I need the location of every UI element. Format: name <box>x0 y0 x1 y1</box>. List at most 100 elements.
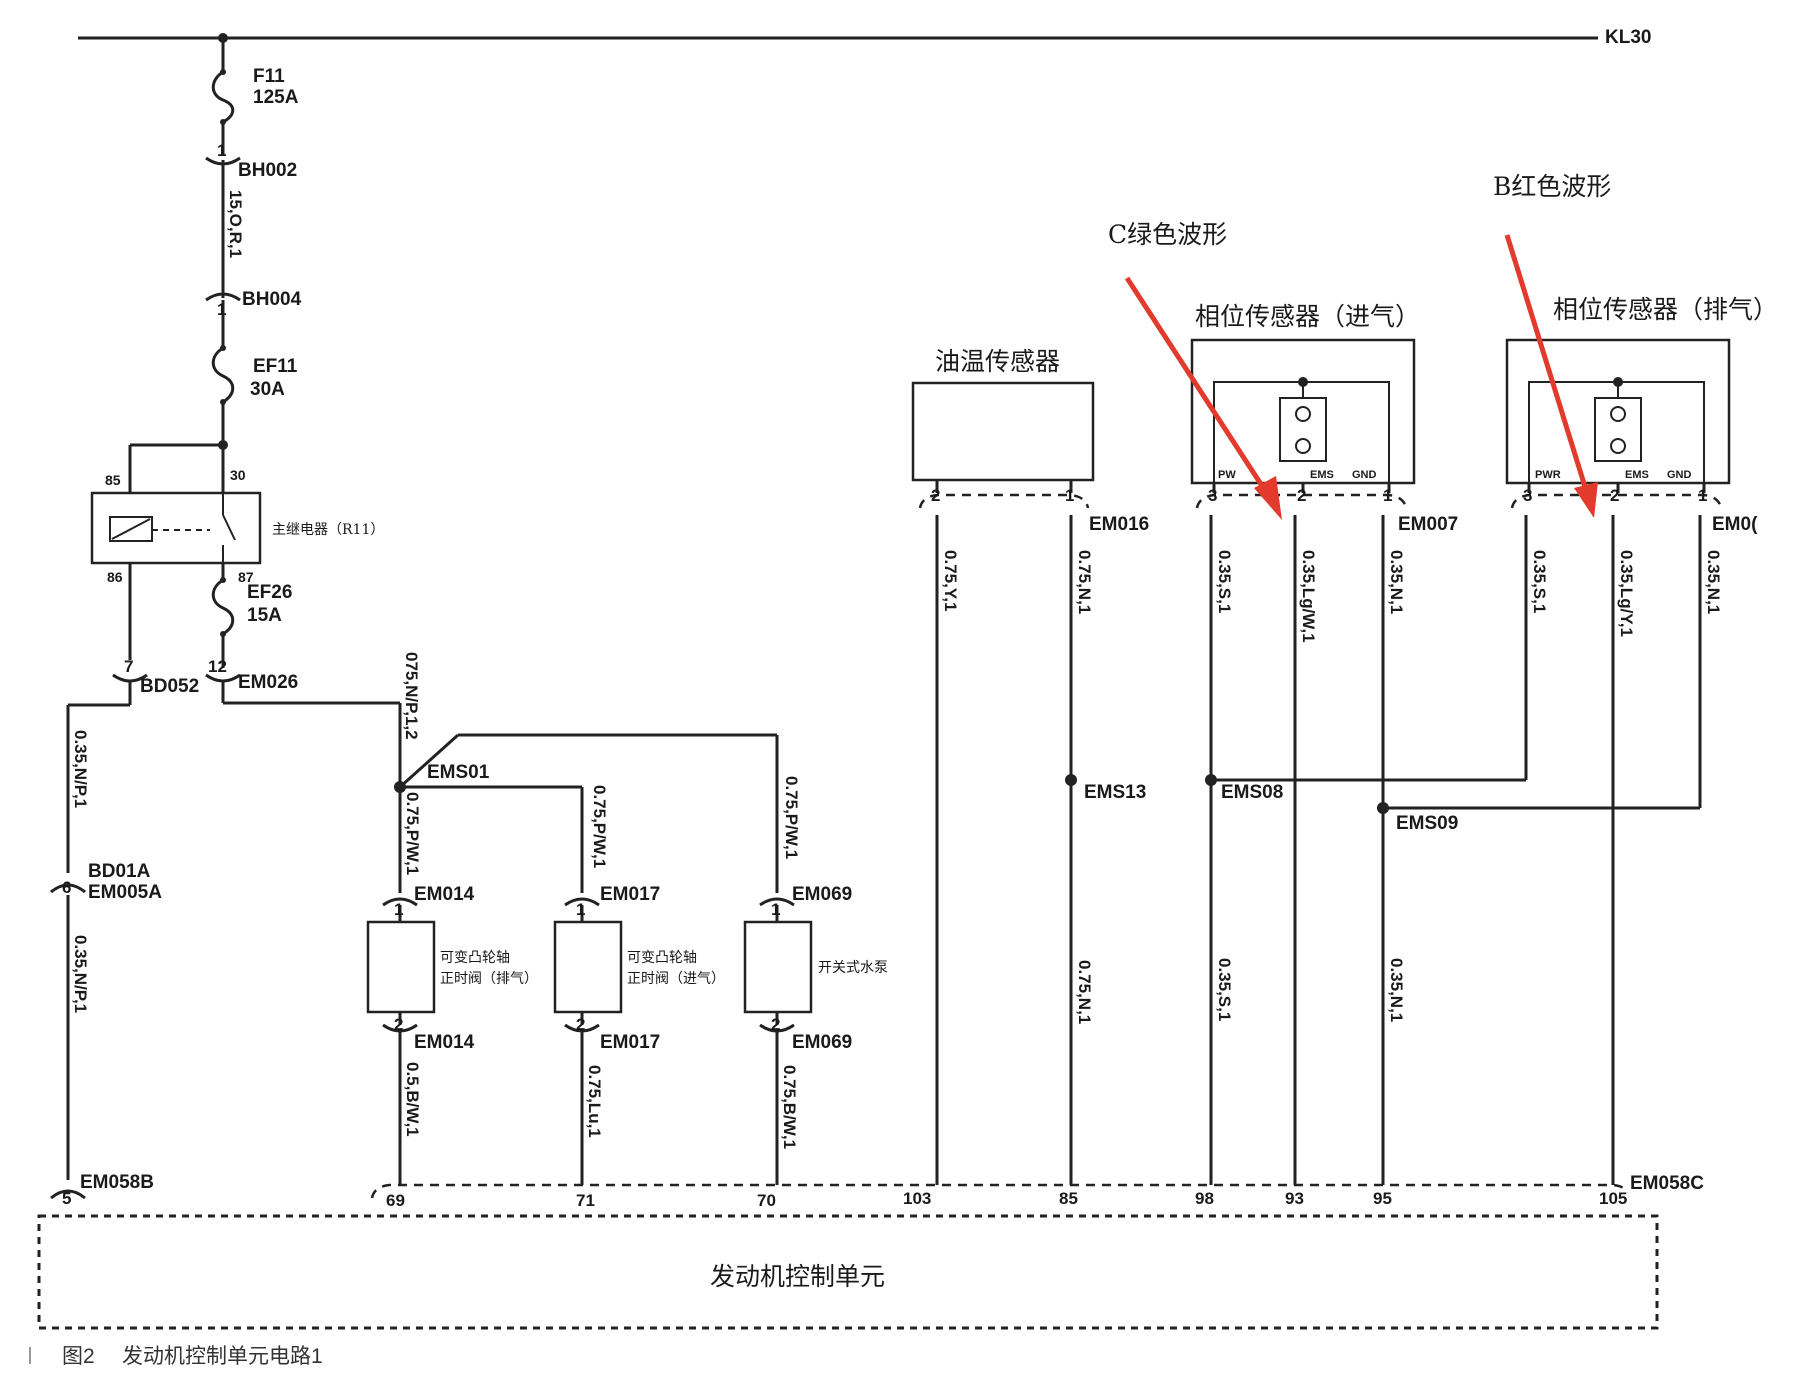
wire-pw1-c: 0.75,P/W,1 <box>782 776 801 859</box>
phase-exhaust-title: 相位传感器（排气） <box>1553 295 1778 324</box>
pin-em014-2: 2 <box>394 1015 403 1034</box>
pin-ecu-103: 103 <box>903 1189 931 1208</box>
fuse-f11-name: F11 <box>253 66 285 87</box>
wire-n1-e: 0.35,N,1 <box>1704 550 1723 614</box>
connector-em026-label: EM026 <box>238 672 298 693</box>
water-pump-label: 开关式水泵 <box>818 960 888 976</box>
pin-ex-3: 3 <box>1523 486 1532 505</box>
connector-em007-label: EM007 <box>1398 514 1458 535</box>
main-relay <box>90 443 262 660</box>
wire-lgy1: 0.35,Lg/Y,1 <box>1617 550 1636 637</box>
phase-exhaust-pwr: PWR <box>1535 469 1561 481</box>
annotation-c-wave: C绿色波形 <box>1108 220 1227 249</box>
pin-ex-1: 1 <box>1698 486 1707 505</box>
connector-em017-top: EM017 <box>600 884 660 905</box>
connector-em007-symbol <box>1195 493 1408 509</box>
wire-np1-b: 0.35,N/P,1 <box>71 935 90 1013</box>
relay-label: 主继电器（R11） <box>272 522 384 538</box>
wire-left-branch <box>66 680 132 1180</box>
oil-temp-sensor <box>911 381 1095 482</box>
fuse-ef11-rating: 30A <box>250 379 285 400</box>
wire-s1-b: 0.35,S,1 <box>1215 958 1234 1021</box>
pin-ecu-85: 85 <box>1059 1189 1078 1208</box>
pin-oil-1: 1 <box>1065 486 1074 505</box>
connector-em069-top: EM069 <box>792 884 852 905</box>
wire-lu1: 0.75,Lu,1 <box>585 1065 604 1138</box>
connector-em016-symbol <box>918 493 1090 509</box>
caption-title: 发动机控制单元电路1 <box>122 1345 323 1368</box>
pin-ecu-98: 98 <box>1195 1189 1214 1208</box>
ecu-label: 发动机控制单元 <box>710 1262 885 1291</box>
pin-em069-2: 2 <box>771 1015 780 1034</box>
pin-bd01a-6: 6 <box>62 878 71 897</box>
wire-lgw1: 0.35,Lg/W,1 <box>1299 550 1318 643</box>
fuse-ef26-rating: 15A <box>247 605 282 626</box>
pin-in-3: 3 <box>1208 486 1217 505</box>
wire-15or1: 15,O,R,1 <box>226 190 245 258</box>
fuse-ef11-symbol <box>211 346 235 404</box>
wire-n1-a: 0.75,N,1 <box>1075 550 1094 614</box>
vvt-exhaust-line1: 可变凸轮轴 <box>440 950 510 966</box>
pin-ecu-93: 93 <box>1285 1189 1304 1208</box>
vvt-intake-line1: 可变凸轮轴 <box>627 950 697 966</box>
arrow-b-wave-head <box>1574 482 1598 518</box>
pin-in-1: 1 <box>1383 486 1392 505</box>
phase-exhaust-gnd: GND <box>1667 469 1692 481</box>
splice-ems01-label: EMS01 <box>427 762 490 783</box>
wire-s1-c: 0.35,S,1 <box>1530 550 1549 613</box>
fuse-ef26-symbol <box>211 578 235 636</box>
connector-bh004-label: BH004 <box>242 289 302 310</box>
pin-ecu-70: 70 <box>757 1191 776 1210</box>
arrow-b-wave <box>1504 234 1589 491</box>
connector-bd052-label: BD052 <box>140 676 199 697</box>
connector-bd01a-symbol <box>50 883 86 894</box>
arrow-c-wave <box>1124 276 1271 497</box>
wire-pw1-a: 0.75,P/W,1 <box>403 792 422 875</box>
water-pump <box>743 897 813 1185</box>
pin-ex-2: 2 <box>1610 486 1619 505</box>
wire-n1-b: 0.75,N,1 <box>1075 960 1094 1024</box>
pin-oil-2: 2 <box>931 486 940 505</box>
wire-bw1-a: 0.5,B/W,1 <box>403 1062 422 1137</box>
pin-in-2: 2 <box>1297 486 1306 505</box>
pin-em069-1: 1 <box>771 900 780 919</box>
wire-em026-ems01 <box>221 680 779 893</box>
phase-intake-ems: EMS <box>1310 469 1334 481</box>
ecu-box <box>37 1214 1659 1330</box>
fuse-ef11-name: EF11 <box>253 356 298 377</box>
caption-fig: 图2 <box>62 1345 95 1368</box>
connector-em017-bottom: EM017 <box>600 1032 660 1053</box>
pin-ecu-69: 69 <box>386 1191 405 1210</box>
connector-em005a-label: EM005A <box>88 882 162 903</box>
relay-pin-86: 86 <box>107 569 123 585</box>
pin-em026-12: 12 <box>208 657 227 676</box>
connector-bh002-label: BH002 <box>238 160 297 181</box>
connector-em058c-label: EM058C <box>1630 1173 1704 1194</box>
connector-bd01a-label: BD01A <box>88 861 151 882</box>
fuse-f11-symbol <box>211 70 235 124</box>
arrow-c-wave-head <box>1254 476 1282 520</box>
wire-pw1-b: 0.75,P/W,1 <box>590 785 609 868</box>
splice-ems08-label: EMS08 <box>1221 782 1283 803</box>
pin-ecu-105: 105 <box>1599 1189 1627 1208</box>
pin-f11-1: 1 <box>217 141 226 160</box>
wire-n1-d: 0.35,N,1 <box>1387 958 1406 1022</box>
phase-intake-title: 相位传感器（进气） <box>1195 302 1420 331</box>
pin-ecu-95: 95 <box>1373 1189 1392 1208</box>
phase-exhaust-ems: EMS <box>1625 469 1649 481</box>
wire-np1-a: 0.35,N/P,1 <box>71 730 90 808</box>
wire-bw1-b: 0.75,B/W,1 <box>780 1065 799 1149</box>
relay-pin-85: 85 <box>105 472 121 488</box>
kl30-label: KL30 <box>1605 27 1651 48</box>
relay-pin-87: 87 <box>238 569 254 585</box>
annotation-b-wave: B红色波形 <box>1493 172 1611 201</box>
wire-np12: 075,N/P,1,2 <box>402 652 421 740</box>
vvt-exhaust-valve <box>366 897 436 1185</box>
pin-em014-1: 1 <box>394 900 403 919</box>
main-feed <box>205 38 241 450</box>
pin-bd052-7: 7 <box>124 657 133 676</box>
connector-em058b-symbol <box>50 1189 86 1200</box>
wire-s1-a: 0.35,S,1 <box>1215 550 1234 613</box>
connector-em058b-label: EM058B <box>80 1172 154 1193</box>
